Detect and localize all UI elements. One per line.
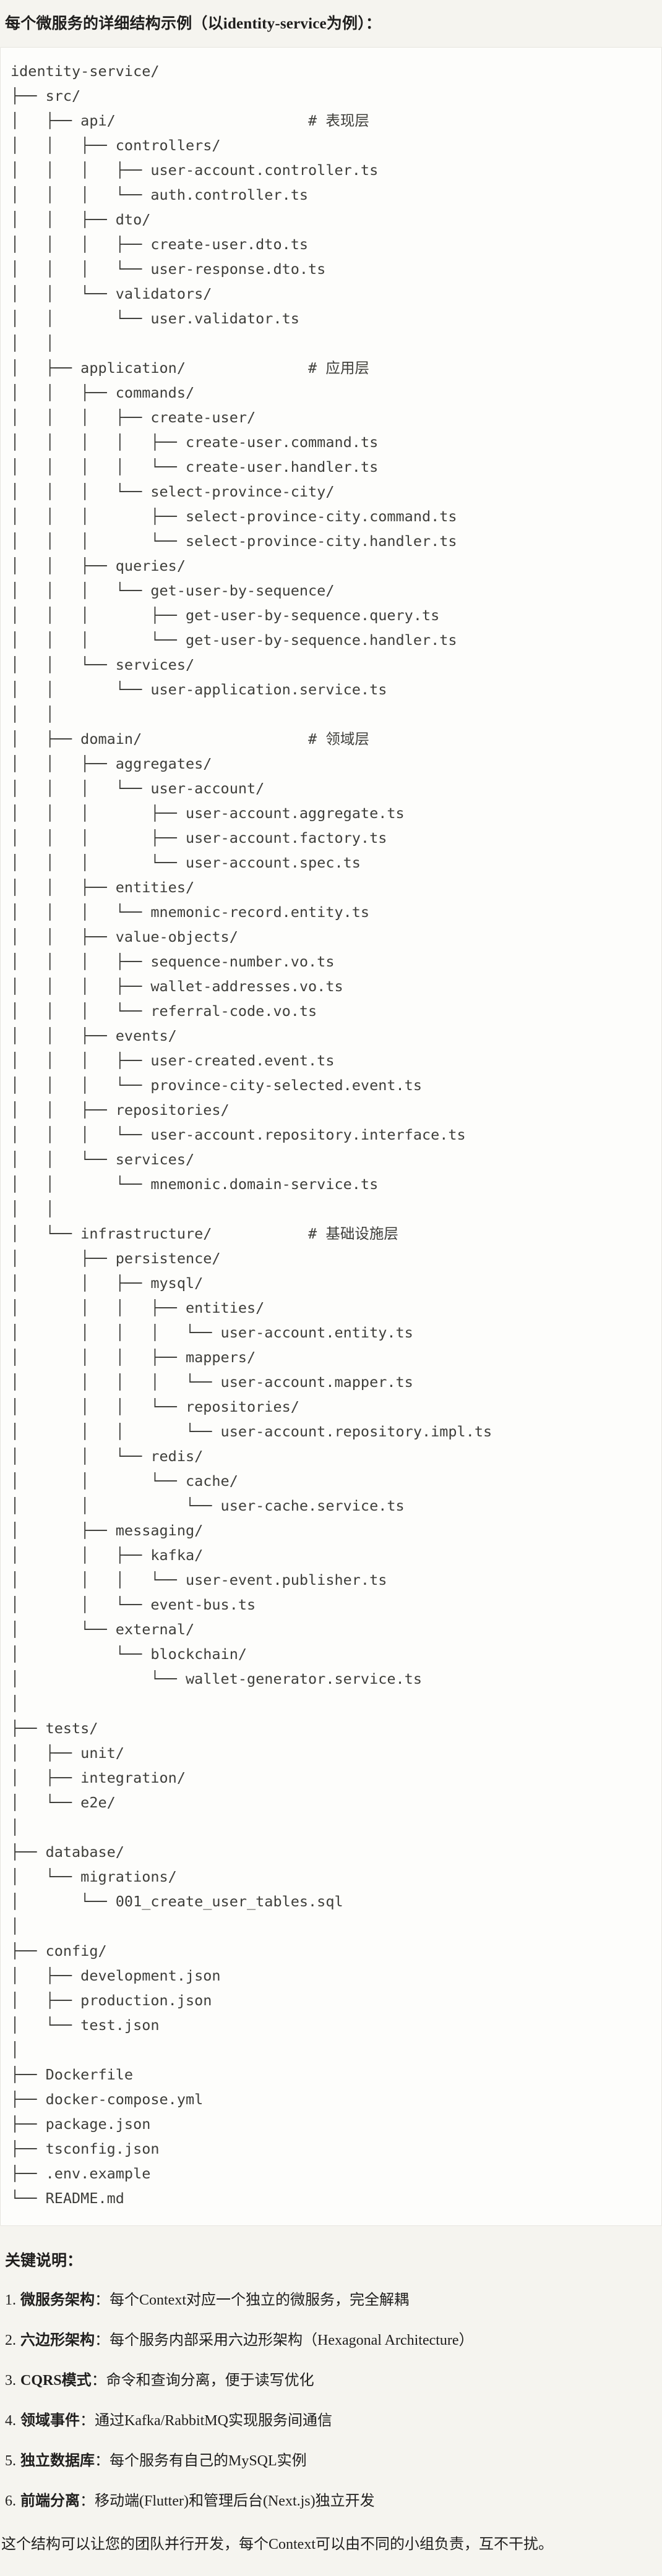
note-number: 1. [5,2292,16,2308]
note-number: 5. [5,2453,16,2469]
directory-tree-code-block: identity-service/ ├── src/ │ ├── api/ # … [0,47,662,2226]
note-number: 4. [5,2413,16,2429]
note-number: 3. [5,2373,16,2389]
note-term: 六边形架构 [20,2332,95,2348]
note-item: 5.独立数据库：每个服务有自己的MySQL实例 [5,2450,657,2472]
closing-paragraph: 这个结构可以让您的团队并行开发，每个Context可以由不同的小组负责，互不干扰… [1,2536,553,2553]
note-description: ：移动端(Flutter)和管理后台(Next.js)独立开发 [80,2493,375,2509]
notes-section: 关键说明： 1.微服务架构：每个Context对应一个独立的微服务，完全解耦 2.… [0,2248,662,2576]
note-item: 1.微服务架构：每个Context对应一个独立的微服务，完全解耦 [5,2290,657,2311]
note-item: 3.CQRS模式：命令和查询分离，便于读写优化 [5,2370,657,2391]
note-number: 6. [5,2493,16,2509]
note-term: 独立数据库 [20,2453,95,2469]
notes-heading: 关键说明： [5,2253,83,2269]
note-term: 前端分离 [20,2493,80,2509]
note-item: 6.前端分离：移动端(Flutter)和管理后台(Next.js)独立开发 [5,2491,657,2512]
note-number: 2. [5,2332,16,2348]
note-description: ：命令和查询分离，便于读写优化 [91,2373,314,2389]
note-term: 领域事件 [20,2413,80,2429]
note-description: ：通过Kafka/RabbitMQ实现服务间通信 [80,2413,332,2429]
note-description: ：每个Context对应一个独立的微服务，完全解耦 [95,2292,409,2308]
note-item: 2.六边形架构：每个服务内部采用六边形架构（Hexagonal Architec… [5,2330,657,2351]
note-term: CQRS模式 [20,2373,92,2389]
page-title: 每个微服务的详细结构示例（以identity-service为例）： [5,15,382,32]
note-description: ：每个服务内部采用六边形架构（Hexagonal Architecture） [95,2332,474,2348]
note-term: 微服务架构 [20,2292,95,2308]
note-item: 4.领域事件：通过Kafka/RabbitMQ实现服务间通信 [5,2410,657,2431]
note-description: ：每个服务有自己的MySQL实例 [95,2453,307,2469]
